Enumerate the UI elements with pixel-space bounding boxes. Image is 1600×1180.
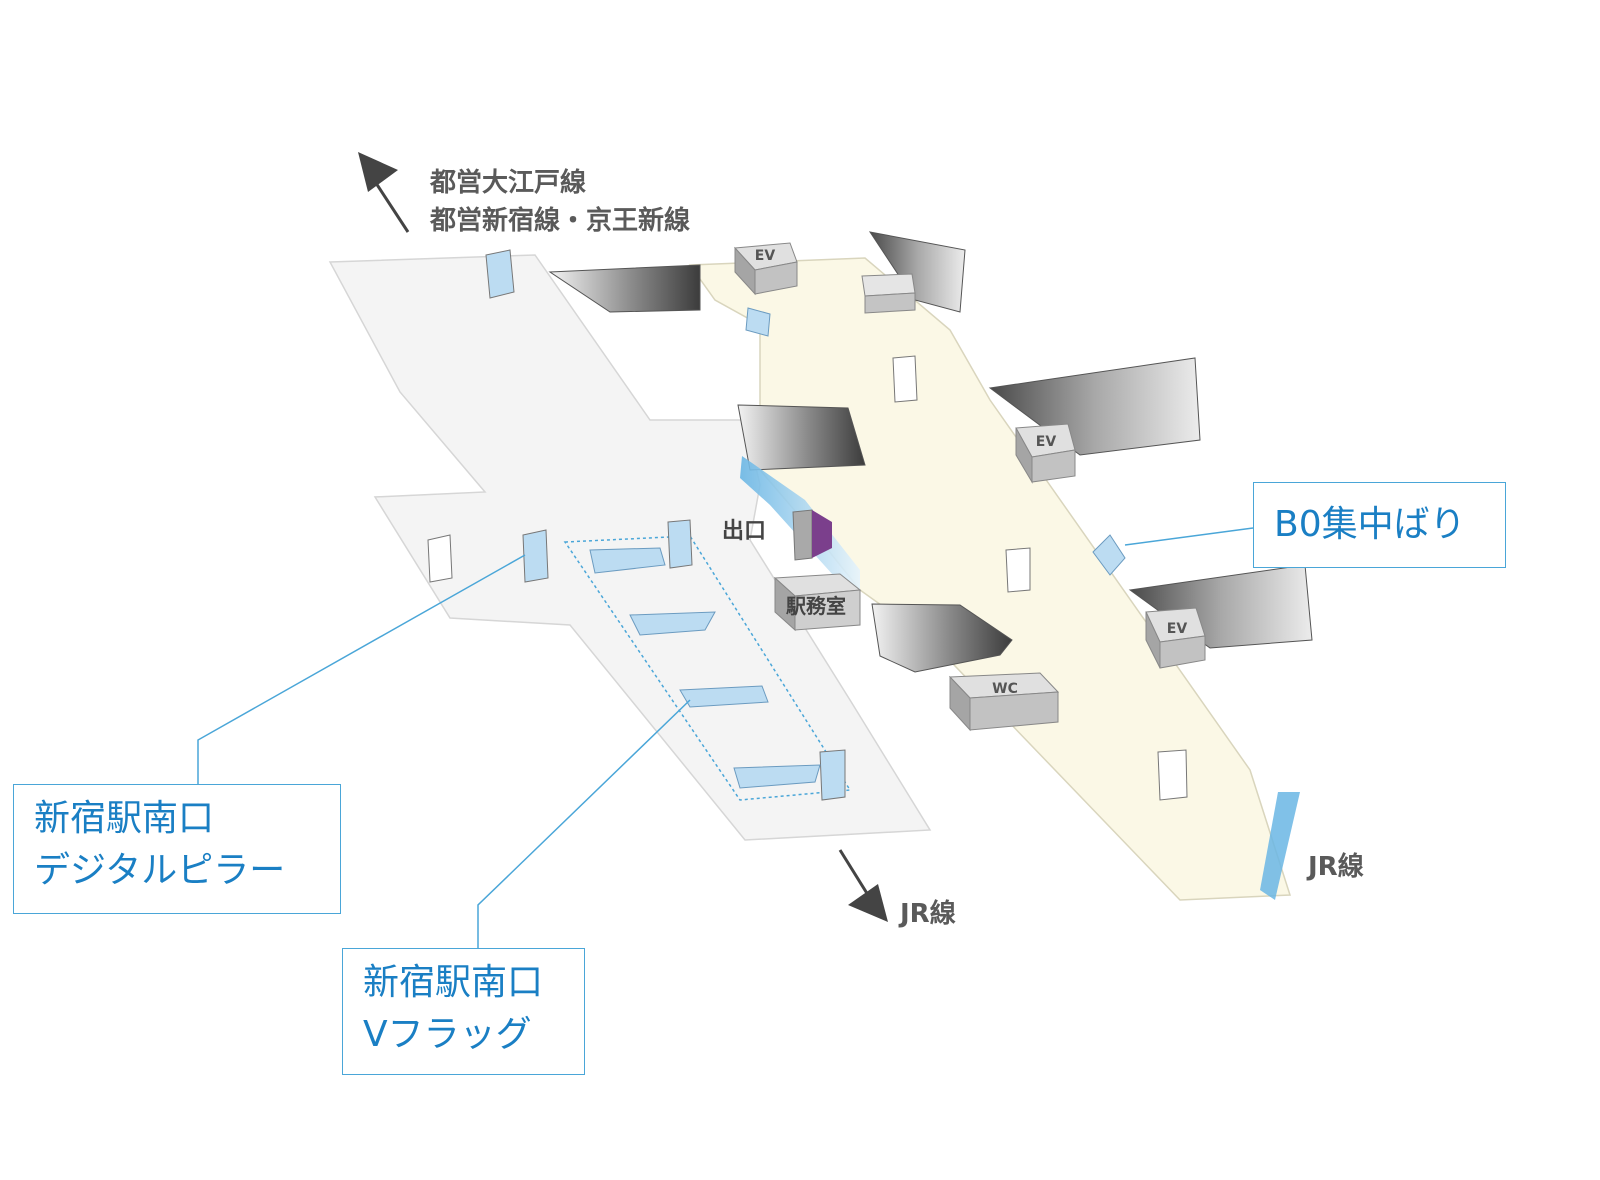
- west-concourse-floor: [328, 254, 932, 841]
- escalator: [871, 603, 1013, 673]
- leader-line-digital-pillar: [197, 554, 526, 784]
- wall-ad-jr: [1260, 792, 1300, 900]
- station-office-label: 駅務室: [786, 594, 846, 618]
- digital-pillar: [522, 529, 549, 583]
- ev-label-east-2: EV: [1167, 621, 1188, 637]
- pillar-vflag-top: [667, 519, 693, 569]
- callout-digital-pillar-line1: 新宿駅南口: [34, 798, 215, 839]
- b0-panel-2: [1092, 534, 1126, 576]
- b0-panel-1: [745, 307, 771, 337]
- arrow-up-left-icon: [358, 152, 410, 233]
- exit-label: 出口: [722, 519, 767, 544]
- direction-label-jr-right: JR線: [1308, 852, 1364, 882]
- elevator-north: EV: [733, 242, 798, 296]
- callout-digital-pillar-line2: デジタルピラー: [34, 850, 286, 891]
- pillar-concourse-2: [1005, 547, 1031, 593]
- vflag-3: [679, 685, 769, 708]
- direction-label-jr-bottom: JR線: [900, 899, 956, 929]
- pillar-concourse-3: [1157, 749, 1188, 801]
- pillar-concourse-1: [892, 355, 918, 403]
- vflag-2: [629, 611, 716, 636]
- callout-b0-shuuchuubari: B0集中ばり: [1253, 482, 1506, 568]
- leader-line-vflag: [477, 699, 691, 948]
- callout-vflag: 新宿駅南口 Vフラッグ: [342, 948, 585, 1075]
- ev-label-north: EV: [755, 248, 776, 264]
- facility-box-north-east: [861, 273, 916, 314]
- elevator-east-1: EV: [1015, 423, 1076, 484]
- vflag-1: [589, 547, 666, 574]
- arrow-down-right-icon: [838, 849, 888, 922]
- callout-vflag-line1: 新宿駅南口: [363, 962, 544, 1003]
- pillar-vflag-bottom: [819, 749, 846, 801]
- callout-vflag-line2: Vフラッグ: [363, 1014, 532, 1055]
- stairway-center: [737, 404, 866, 471]
- stairway-north-west: [548, 264, 701, 313]
- leader-line-b0: [1124, 527, 1254, 546]
- callout-digital-pillar: 新宿駅南口 デジタルピラー: [13, 784, 341, 914]
- callout-b0-text: B0集中ばり: [1274, 504, 1466, 545]
- direction-label-subway: 都営大江戸線 都営新宿線・京王新線: [430, 164, 690, 240]
- wc-label: WC: [992, 681, 1018, 697]
- pillar-north: [485, 249, 515, 299]
- elevator-east-2: EV: [1145, 607, 1206, 669]
- wc-block: WC: [948, 672, 1060, 732]
- subway-line-1: 都営大江戸線: [430, 168, 587, 198]
- pillar-west: [427, 534, 453, 583]
- ev-label-east-1: EV: [1036, 434, 1057, 450]
- subway-line-2: 都営新宿線・京王新線: [430, 206, 691, 236]
- exit-booth: [792, 509, 832, 561]
- station-office: [773, 573, 862, 632]
- vflag-4: [733, 764, 821, 789]
